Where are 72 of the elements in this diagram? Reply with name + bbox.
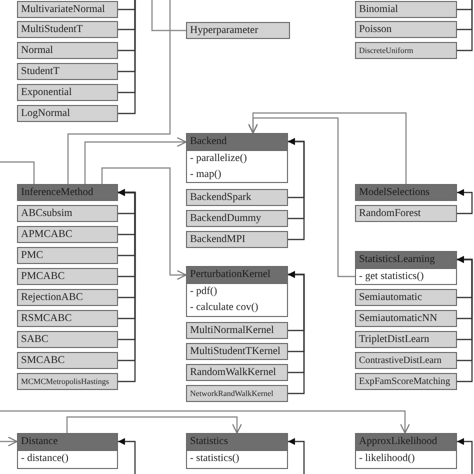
connector-line (67, 0, 171, 184)
arrow (457, 189, 473, 214)
subclass-box: MCMCMetropolisHastings (17, 373, 118, 390)
subclass-box: SemiautomaticNN (355, 310, 457, 327)
method-label: - statistics() (189, 452, 240, 466)
subclass-box: Binomial (355, 1, 457, 18)
arrow (457, 256, 473, 382)
connector-line (118, 0, 136, 114)
arrow (248, 117, 355, 278)
subclass-box: LogNormal (17, 105, 118, 122)
class-name: ModelSelections (355, 184, 457, 201)
subclass-box: Semiautomatic (355, 289, 457, 306)
class-box (186, 133, 288, 183)
subclass-box: APMCABC (17, 226, 118, 243)
method-label: - likelihood() (358, 452, 416, 466)
arrow (0, 410, 410, 434)
subclass-box: SMCABC (17, 352, 118, 369)
arrow (288, 138, 305, 240)
subclass-box: Exponential (17, 84, 118, 101)
subclass-box: StudentT (17, 63, 118, 80)
subclass-box: ExpFamScoreMatching (355, 373, 457, 390)
subclass-box: RandomWalkKernel (186, 364, 288, 381)
subclass-box: RejectionABC (17, 289, 118, 306)
subclass-box: BackendMPI (186, 231, 288, 248)
arrow (118, 438, 136, 474)
method-label: - distance() (20, 452, 70, 466)
subclass-box: MultiNormalKernel (186, 322, 288, 339)
method-label: - calculate cov() (189, 301, 260, 315)
method-label: - map() (189, 168, 222, 182)
connector-line (151, 0, 186, 32)
arrow (288, 271, 305, 394)
method-label: - get statistics() (358, 270, 425, 284)
subclass-box: RandomForest (355, 205, 457, 222)
arrow (66, 416, 242, 434)
subclass-box: TripletDistLearn (355, 331, 457, 348)
class-name: ApproxLikelihood (356, 434, 456, 451)
subclass-box: Poisson (355, 21, 457, 38)
class-name: StatisticsLearning (356, 252, 456, 269)
class-box (355, 251, 457, 285)
subclass-box: BackendSpark (186, 189, 288, 206)
class-name: Statistics (187, 434, 287, 451)
class-box (17, 433, 118, 469)
subclass-box: Normal (17, 42, 118, 59)
arrow (84, 136, 187, 184)
subclass-box: Hyperparameter (186, 22, 290, 39)
subclass-box: DiscreteUniform (355, 42, 457, 59)
subclass-box: RSMCABC (17, 310, 118, 327)
arrow (101, 167, 187, 280)
subclass-box: PMC (17, 247, 118, 264)
arrow (0, 436, 18, 447)
arrow (288, 438, 305, 474)
method-label: - parallelize() (189, 152, 248, 166)
arrow (457, 438, 473, 474)
subclass-box: SABC (17, 331, 118, 348)
subclass-box: ContrastiveDistLearn (355, 352, 457, 369)
connector-line (457, 0, 473, 52)
class-name: Backend (187, 134, 287, 151)
class-box (186, 433, 288, 469)
subclass-box: MultiStudentT (17, 21, 118, 38)
subclass-box: PMCABC (17, 268, 118, 285)
class-name: PerturbationKernel (187, 267, 287, 284)
subclass-box: NetworkRandWalkKernel (186, 385, 288, 402)
class-name: InferenceMethod (17, 184, 118, 201)
subclass-box: MultivariateNormal (17, 1, 118, 18)
class-box (186, 266, 288, 317)
subclass-box: ABCsubsim (17, 205, 118, 222)
class-name: Distance (18, 434, 117, 451)
connector-line (0, 161, 35, 184)
method-label: - pdf() (189, 285, 218, 299)
subclass-box: MultiStudentTKernel (186, 343, 288, 360)
subclass-box: BackendDummy (186, 210, 288, 227)
class-box (355, 433, 457, 469)
